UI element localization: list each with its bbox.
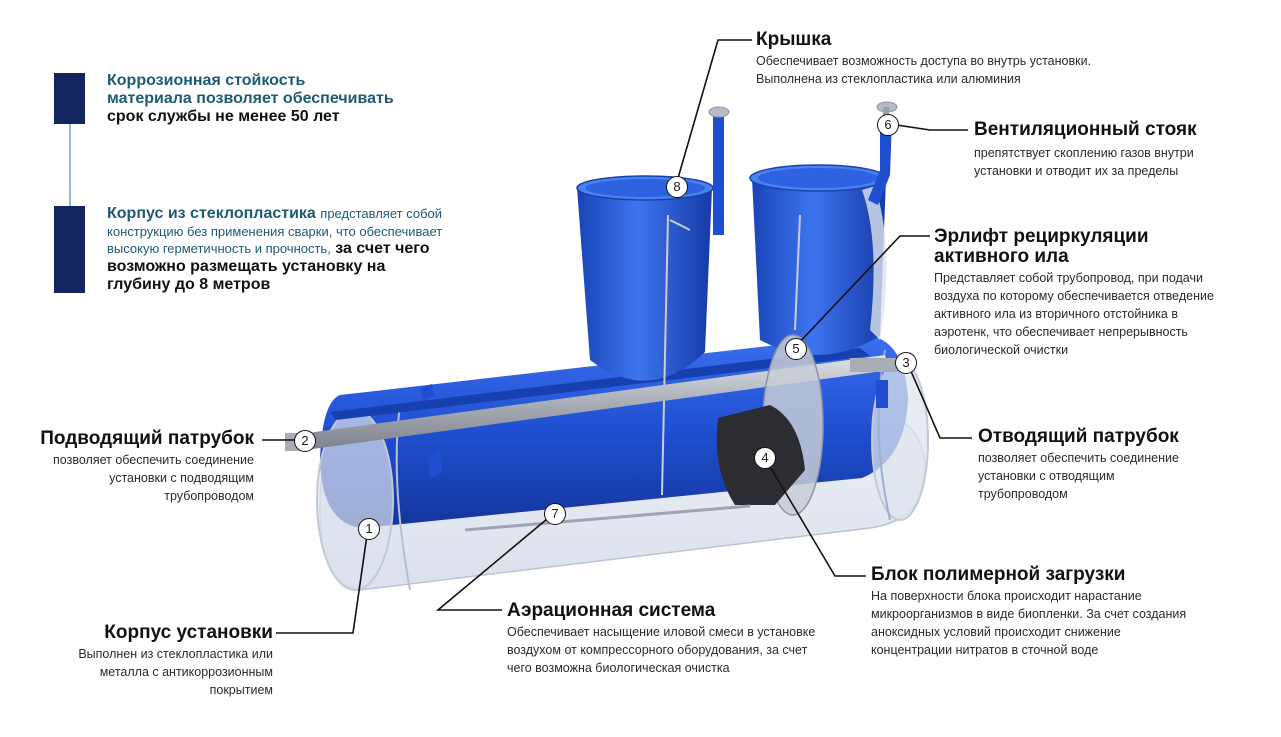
callout-airlift-d3: активного ила из вторичного отстойника в (934, 305, 1214, 323)
callout-media-d3: аноксидных условий происходит снижение (871, 623, 1186, 641)
callout-media-title: Блок полимерной загрузки (871, 565, 1186, 585)
leader-vent (890, 124, 968, 130)
callout-aeration-d2: воздухом от компрессорного оборудования,… (507, 641, 815, 659)
left-block-2-line3a: высокую герметичность и прочность, (107, 241, 331, 256)
marker-3: 3 (895, 352, 917, 374)
callout-airlift: Эрлифт рециркуляции активного ила Предст… (934, 227, 1214, 359)
callout-outlet-d1: позволяет обеспечить соединение (978, 449, 1179, 467)
marker-8: 8 (666, 176, 688, 198)
callout-inlet-d1: позволяет обеспечить соединение (20, 451, 254, 469)
callout-inlet-title: Подводящий патрубок (20, 429, 254, 449)
marker-2: 2 (294, 430, 316, 452)
callout-inlet-d3: трубопроводом (20, 487, 254, 505)
callout-inlet: Подводящий патрубок позволяет обеспечить… (20, 429, 254, 505)
marker-5: 5 (785, 338, 807, 360)
marker-7: 7 (544, 503, 566, 525)
callout-outlet-d2: установки с отводящим (978, 467, 1179, 485)
callout-aeration-d3: чего возможна биологическая очистка (507, 659, 815, 677)
left-block-1-line2: материала позволяет обеспечивать (107, 90, 394, 108)
callout-aeration-d1: Обеспечивает насыщение иловой смеси в ус… (507, 623, 815, 641)
callout-airlift-d4: аэротенк, что обеспечивает непрерывность (934, 323, 1214, 341)
callout-media-d2: микроорганизмов в виде биопленки. За сче… (871, 605, 1186, 623)
callout-aeration: Аэрационная система Обеспечивает насыщен… (507, 601, 815, 677)
marker-4: 4 (754, 447, 776, 469)
callout-vent-d2: установки и отводит их за пределы (974, 162, 1197, 180)
marker-6: 6 (877, 114, 899, 136)
left-block-2: Корпус из стеклопластика представляет со… (107, 205, 527, 294)
callout-airlift-title1: Эрлифт рециркуляции (934, 227, 1214, 247)
callout-outlet: Отводящий патрубок позволяет обеспечить … (978, 427, 1179, 503)
callout-media-d4: концентрации нитратов в сточной воде (871, 641, 1186, 659)
left-block-1-line1: Коррозионная стойкость (107, 72, 394, 90)
callout-airlift-d2: воздуха по которому обеспечивается отвед… (934, 287, 1214, 305)
callout-body-d3: покрытием (40, 681, 273, 699)
left-block-2-line2: конструкцию без применения сварки, что о… (107, 223, 527, 240)
callout-lid-title: Крышка (756, 30, 1091, 50)
callout-body-d1: Выполнен из стеклопластика или (40, 645, 273, 663)
left-block-1: Коррозионная стойкость материала позволя… (107, 72, 394, 126)
left-block-2-line3b: за счет чего (335, 240, 429, 257)
left-block-2-line5: глубину до 8 метров (107, 276, 527, 294)
callout-lid: Крышка Обеспечивает возможность доступа … (756, 30, 1091, 88)
callout-airlift-d5: биологической очистки (934, 341, 1214, 359)
callout-aeration-title: Аэрационная система (507, 601, 815, 621)
callout-lid-d1: Обеспечивает возможность доступа во внут… (756, 52, 1091, 70)
callout-outlet-d3: трубопроводом (978, 485, 1179, 503)
callout-media: Блок полимерной загрузки На поверхности … (871, 565, 1186, 659)
callout-media-d1: На поверхности блока происходит нарастан… (871, 587, 1186, 605)
callout-vent-d1: препятствует скоплению газов внутри (974, 144, 1197, 162)
callout-vent: Вентиляционный стояк препятствует скопле… (974, 120, 1197, 180)
callout-outlet-title: Отводящий патрубок (978, 427, 1179, 447)
left-block-1-line3: срок службы не менее 50 лет (107, 108, 394, 126)
right-shaft (750, 165, 886, 355)
accent-bar-1 (54, 73, 85, 124)
left-block-2-rest1: представляет собой (320, 206, 442, 221)
callout-airlift-d1: Представляет собой трубопровод, при пода… (934, 269, 1214, 287)
left-block-2-line4: возможно размещать установку на (107, 258, 527, 276)
callout-body: Корпус установки Выполнен из стеклопласт… (40, 623, 273, 699)
callout-inlet-d2: установки с подводящим (20, 469, 254, 487)
callout-body-d2: металла с антикоррозионным (40, 663, 273, 681)
left-block-2-title: Корпус из стеклопластика (107, 205, 316, 222)
callout-airlift-title2: активного ила (934, 247, 1214, 267)
accent-bar-2 (54, 206, 85, 293)
marker-1: 1 (358, 518, 380, 540)
callout-lid-d2: Выполнена из стеклопластика или алюминия (756, 70, 1091, 88)
left-vent-pipe (709, 107, 729, 235)
callout-body-title: Корпус установки (40, 623, 273, 643)
callout-vent-title: Вентиляционный стояк (974, 120, 1197, 140)
